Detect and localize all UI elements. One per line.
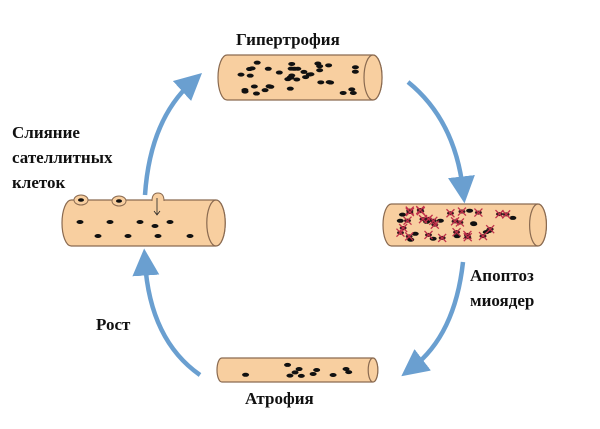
myonucleus	[345, 370, 353, 375]
myonucleus	[297, 373, 305, 378]
myonucleus	[295, 367, 303, 372]
myonucleus	[288, 61, 296, 66]
myonucleus	[186, 234, 194, 238]
apoptotic-nucleus	[457, 207, 467, 217]
myonucleus	[316, 68, 324, 73]
myonucleus	[329, 372, 337, 377]
label-satellite-fusion: Слияние сателлитных клеток	[12, 120, 113, 195]
myonucleus	[154, 234, 162, 238]
myonucleus	[302, 75, 310, 80]
myonucleus	[316, 64, 324, 69]
myonucleus	[136, 220, 144, 224]
apoptotic-nucleus	[473, 208, 483, 218]
satellite-cell	[73, 194, 89, 206]
myonucleus	[286, 86, 294, 91]
apoptotic-nucleus	[478, 231, 488, 241]
apoptotic-nucleus	[404, 231, 414, 241]
myonucleus	[286, 373, 294, 378]
myonucleus	[470, 222, 478, 227]
myonucleus	[275, 70, 283, 75]
myonucleus	[396, 218, 404, 223]
myonucleus	[398, 212, 406, 217]
myonucleus	[509, 215, 517, 220]
label-atrophy: Атрофия	[245, 389, 314, 408]
fiber-hypertrophy	[217, 54, 383, 101]
myonucleus	[325, 80, 333, 85]
apoptotic-nucleus	[450, 216, 460, 226]
fusing-satellite-cell	[151, 192, 165, 202]
arrow-fusion-to-hypertrophy	[142, 72, 203, 196]
myonucleus	[342, 366, 350, 371]
myonucleus	[284, 362, 292, 367]
apoptotic-nucleus	[405, 207, 415, 217]
apoptotic-nucleus	[437, 233, 447, 243]
label-growth: Рост	[96, 315, 131, 334]
apoptotic-nucleus	[501, 209, 511, 219]
apoptotic-nucleus	[396, 228, 405, 238]
apoptotic-nucleus	[424, 230, 433, 240]
apoptotic-nucleus	[495, 209, 504, 219]
apoptotic-nucleus	[428, 216, 438, 226]
satellite-cell	[111, 195, 127, 207]
arrow-atrophy-to-growth	[132, 248, 202, 377]
myonucleus	[250, 84, 258, 89]
myonucleus	[300, 69, 308, 74]
myonucleus	[351, 65, 359, 70]
fiber-satellite-fusion	[61, 192, 226, 247]
myonucleus	[264, 66, 272, 71]
myonucleus	[241, 89, 249, 94]
label-fusion-line2: сателлитных	[12, 148, 113, 167]
label-fusion-line1: Слияние	[12, 123, 80, 142]
myonucleus	[151, 224, 159, 228]
myonucleus	[325, 63, 333, 68]
myonucleus	[317, 80, 325, 85]
label-hypertrophy: Гипертрофия	[236, 30, 340, 49]
apoptotic-nucleus	[415, 205, 425, 215]
myonucleus	[253, 60, 261, 65]
myonucleus	[252, 91, 260, 96]
apoptotic-nucleus	[463, 232, 473, 242]
apoptotic-nucleus	[398, 223, 408, 233]
myonucleus	[248, 66, 256, 71]
myonucleus	[106, 220, 114, 224]
myonucleus	[166, 220, 174, 224]
label-myonuclear-apoptosis: Апоптоз миоядер	[470, 263, 534, 313]
arrow-apoptosis-to-atrophy	[401, 261, 466, 377]
fusion-arrow-icon	[153, 198, 161, 216]
arrow-hypertrophy-to-apoptosis	[406, 80, 475, 204]
myonucleus	[293, 77, 301, 82]
apoptotic-nucleus	[452, 227, 462, 237]
fiber-atrophy	[216, 357, 379, 383]
myonucleus	[349, 91, 357, 96]
label-fusion-line3: клеток	[12, 173, 66, 192]
myonucleus	[307, 72, 315, 77]
myonucleus	[407, 237, 415, 242]
apoptotic-nucleus	[446, 208, 455, 218]
myonucleus	[288, 73, 296, 78]
myonucleus	[313, 367, 321, 372]
label-apoptosis-line2: миоядер	[470, 291, 535, 310]
myonucleus	[242, 372, 250, 377]
apoptotic-nucleus	[403, 216, 412, 226]
myonucleus	[309, 371, 317, 376]
apoptotic-nucleus	[418, 214, 428, 224]
myonucleus	[261, 88, 269, 93]
myonucleus	[124, 234, 132, 238]
myonucleus	[76, 220, 84, 224]
myonucleus	[265, 84, 273, 89]
myonucleus	[466, 208, 474, 213]
label-apoptosis-line1: Апоптоз	[470, 266, 534, 285]
myonucleus	[348, 87, 356, 92]
myonucleus	[339, 90, 347, 95]
myonucleus	[291, 370, 299, 375]
myonucleus	[94, 234, 102, 238]
apoptotic-nucleus	[485, 224, 495, 234]
myonucleus	[237, 72, 245, 77]
fiber-apoptosis	[382, 203, 547, 247]
myonucleus	[351, 69, 359, 74]
myonucleus	[246, 73, 254, 78]
myonucleus	[290, 66, 298, 71]
